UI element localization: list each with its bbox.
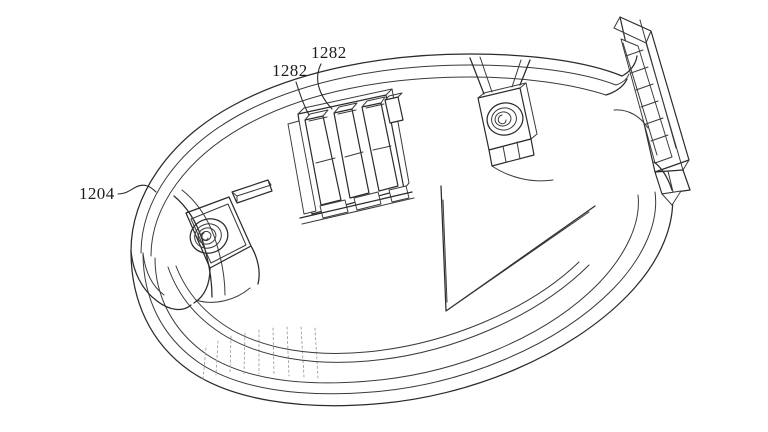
leader-1282-left [295,81,310,116]
central-module [287,88,415,225]
right-band-junction [605,55,673,191]
reference-callouts: 1204 1282 1282 [79,43,347,203]
reference-label-1282-left: 1282 [272,61,308,80]
reference-label-1282-right: 1282 [311,43,347,62]
small-block-sensor [231,179,273,204]
outer-headband-loop [130,53,674,407]
reference-label-1204: 1204 [79,184,115,203]
right-lens-bracket [469,56,554,182]
leader-1282-right [317,63,333,110]
leader-1204 [117,184,157,195]
left-lens-assembly [189,218,229,254]
wedge-panel [440,185,596,312]
hatch-shading [202,326,319,380]
right-lens-assembly [486,102,524,136]
band-front-lip [167,261,590,363]
